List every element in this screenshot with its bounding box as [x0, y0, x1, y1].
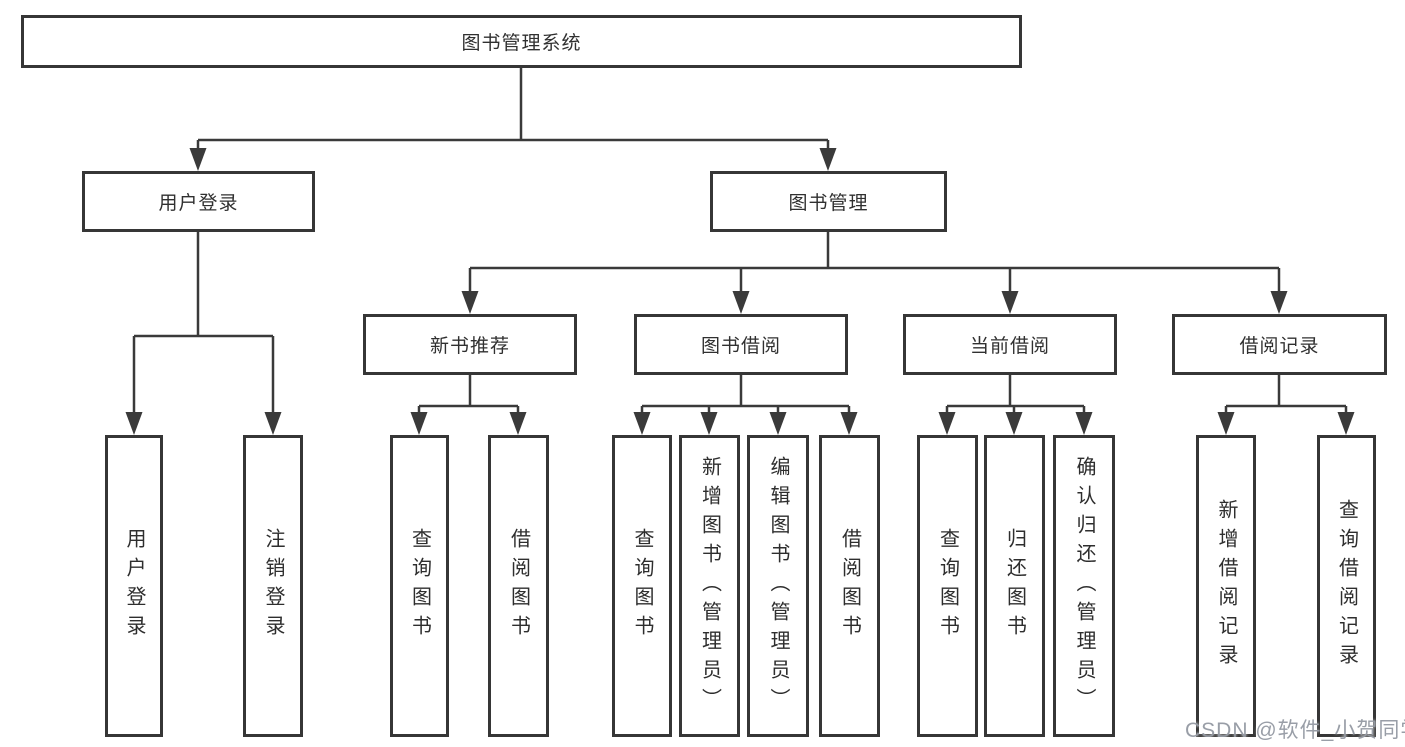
node-label: 用户登录 [158, 193, 239, 214]
node-book-borrowing: 图书借阅 [634, 314, 848, 375]
node-label: 图书管理系统 [461, 33, 582, 54]
leaf-label: 查询借阅记录 [1335, 499, 1358, 673]
leaf-current-confirm-return-admin: 确认归还（管理员） [1053, 435, 1115, 737]
leaf-records-query-record: 查询借阅记录 [1317, 435, 1376, 737]
node-label: 当前借阅 [969, 336, 1050, 357]
leaf-current-return-book: 归还图书 [984, 435, 1045, 737]
csdn-watermark: CSDN @软件_小贺同学 [1185, 719, 1405, 742]
node-borrow-records: 借阅记录 [1172, 314, 1387, 375]
leaf-newbooks-query-book: 查询图书 [390, 435, 449, 737]
leaf-user-login: 用户登录 [105, 435, 163, 737]
leaf-label: 确认归还（管理员） [1073, 455, 1095, 717]
node-label: 图书借阅 [700, 336, 781, 357]
leaf-borrowing-edit-book-admin: 编辑图书（管理员） [747, 435, 809, 737]
leaf-logout: 注销登录 [243, 435, 303, 737]
leaf-records-add-record: 新增借阅记录 [1196, 435, 1256, 737]
leaf-label: 新增图书（管理员） [698, 455, 721, 717]
leaf-label: 查询图书 [936, 528, 959, 644]
node-current-borrowing: 当前借阅 [903, 314, 1117, 375]
leaf-label: 查询图书 [408, 528, 431, 644]
leaf-borrowing-borrow-book: 借阅图书 [819, 435, 880, 737]
leaf-label: 用户登录 [123, 528, 145, 644]
node-label: 借阅记录 [1239, 336, 1320, 357]
node-book-management: 图书管理 [710, 171, 947, 232]
leaf-borrowing-query-book: 查询图书 [612, 435, 672, 737]
node-user-login: 用户登录 [82, 171, 315, 232]
leaf-label: 归还图书 [1003, 528, 1026, 644]
leaf-newbooks-borrow-book: 借阅图书 [488, 435, 549, 737]
leaf-current-query-book: 查询图书 [917, 435, 978, 737]
node-root-system: 图书管理系统 [21, 15, 1022, 68]
leaf-label: 借阅图书 [838, 528, 861, 644]
leaf-label: 查询图书 [631, 528, 653, 644]
leaf-label: 新增借阅记录 [1215, 499, 1237, 673]
node-label: 图书管理 [788, 193, 869, 214]
leaf-label: 注销登录 [262, 528, 284, 644]
leaf-label: 编辑图书（管理员） [767, 455, 789, 717]
node-label: 新书推荐 [429, 336, 510, 357]
leaf-borrowing-add-book-admin: 新增图书（管理员） [679, 435, 740, 737]
node-new-book-recommend: 新书推荐 [363, 314, 577, 375]
leaf-label: 借阅图书 [507, 528, 530, 644]
